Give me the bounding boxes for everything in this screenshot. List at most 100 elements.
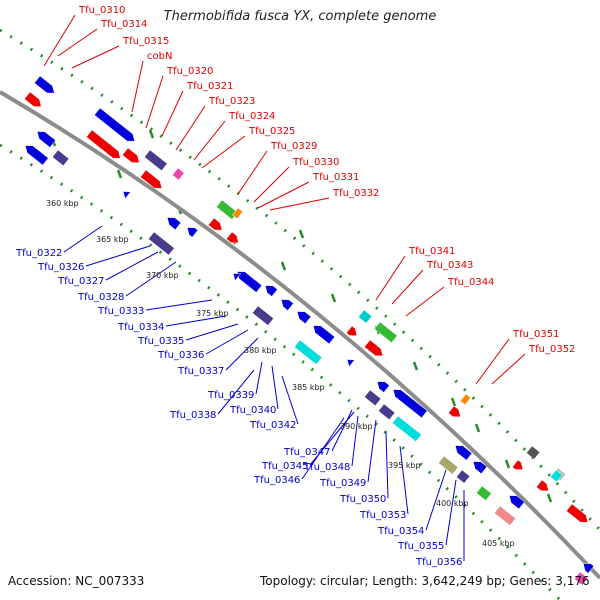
- gene-label-reverse[interactable]: Tfu_0349: [319, 478, 366, 489]
- gene-label-reverse[interactable]: Tfu_0338: [169, 410, 216, 421]
- gene-feature[interactable]: [536, 479, 549, 492]
- gene-label-reverse[interactable]: Tfu_0340: [229, 405, 276, 416]
- gene-label-reverse[interactable]: Tfu_0328: [77, 292, 124, 303]
- gene-label-forward[interactable]: Tfu_0321: [186, 81, 233, 92]
- gene-feature[interactable]: [140, 169, 163, 189]
- gene-feature[interactable]: [364, 339, 384, 357]
- gene-feature[interactable]: [264, 285, 278, 297]
- gene-feature[interactable]: [312, 325, 336, 345]
- gene-feature[interactable]: [574, 571, 589, 586]
- gene-label-forward[interactable]: Tfu_0343: [426, 260, 473, 271]
- gene-feature[interactable]: [392, 415, 422, 442]
- gene-feature[interactable]: [86, 129, 121, 159]
- gene-feature[interactable]: [294, 339, 323, 365]
- gene-label-reverse[interactable]: Tfu_0336: [157, 350, 204, 361]
- gene-label-reverse[interactable]: Tfu_0350: [339, 494, 386, 505]
- gene-label-reverse[interactable]: Tfu_0345: [261, 461, 308, 472]
- gene-label-reverse[interactable]: Tfu_0326: [37, 262, 84, 273]
- gene-feature[interactable]: [550, 469, 563, 483]
- gene-feature[interactable]: [232, 273, 242, 282]
- gene-label-reverse[interactable]: Tfu_0353: [359, 510, 406, 521]
- gene-feature[interactable]: [34, 75, 55, 94]
- gene-label-forward[interactable]: Tfu_0330: [292, 157, 339, 168]
- gene-label-reverse[interactable]: Tfu_0327: [57, 276, 104, 287]
- gene-label-forward[interactable]: Tfu_0331: [312, 172, 359, 183]
- gene-feature[interactable]: [494, 505, 516, 526]
- gene-feature[interactable]: [476, 485, 492, 501]
- kbp-scale-label: 360 kbp: [46, 199, 79, 208]
- kbp-scale-label: 385 kbp: [292, 383, 325, 392]
- gene-feature[interactable]: [346, 325, 358, 336]
- gene-label-forward[interactable]: Tfu_0314: [100, 19, 147, 30]
- gene-label-reverse[interactable]: Tfu_0356: [415, 557, 462, 568]
- gene-feature[interactable]: [226, 231, 239, 244]
- gene-feature[interactable]: [232, 207, 244, 220]
- gene-feature[interactable]: [566, 503, 589, 523]
- gene-label-forward[interactable]: cobN: [147, 51, 172, 62]
- scale-tick: [280, 261, 287, 271]
- gene-feature[interactable]: [280, 299, 294, 311]
- gene-feature[interactable]: [374, 321, 398, 344]
- gene-feature[interactable]: [186, 227, 199, 238]
- gene-label-forward[interactable]: Tfu_0310: [78, 5, 125, 16]
- gene-feature[interactable]: [216, 199, 238, 220]
- gene-feature[interactable]: [438, 455, 459, 475]
- gene-feature[interactable]: [454, 445, 473, 461]
- gene-label-reverse[interactable]: Tfu_0334: [117, 322, 164, 333]
- gene-label-reverse[interactable]: Tfu_0335: [137, 336, 184, 347]
- gene-feature[interactable]: [364, 389, 382, 407]
- gene-label-forward[interactable]: Tfu_0352: [528, 344, 575, 355]
- gene-label-reverse[interactable]: Tfu_0347: [283, 447, 330, 458]
- gene-feature[interactable]: [582, 563, 595, 574]
- gene-feature[interactable]: [236, 271, 263, 293]
- gene-feature[interactable]: [512, 459, 524, 470]
- gene-feature[interactable]: [392, 389, 428, 419]
- gene-label-reverse[interactable]: Tfu_0342: [249, 420, 296, 431]
- gene-label-reverse[interactable]: Tfu_0348: [303, 462, 350, 473]
- gene-feature[interactable]: [472, 461, 488, 475]
- gene-label-forward[interactable]: Tfu_0324: [228, 111, 275, 122]
- gene-feature[interactable]: [36, 131, 56, 148]
- gene-label-reverse[interactable]: Tfu_0337: [177, 366, 224, 377]
- gene-feature[interactable]: [148, 231, 175, 256]
- gene-label-reverse[interactable]: Tfu_0355: [397, 541, 444, 552]
- gene-label-reverse[interactable]: Tfu_0333: [97, 306, 144, 317]
- gene-feature[interactable]: [376, 381, 390, 393]
- gene-label-reverse[interactable]: Tfu_0322: [15, 248, 62, 259]
- gene-label-forward[interactable]: Tfu_0329: [270, 141, 317, 152]
- kbp-scale-label: 380 kbp: [244, 346, 277, 355]
- gene-feature[interactable]: [208, 217, 223, 231]
- gene-feature[interactable]: [460, 393, 472, 406]
- gene-label-forward[interactable]: Tfu_0332: [332, 188, 379, 199]
- gene-feature[interactable]: [122, 191, 132, 200]
- gene-label-forward[interactable]: Tfu_0323: [208, 96, 255, 107]
- gene-label-reverse[interactable]: Tfu_0346: [253, 475, 300, 486]
- gene-label-forward[interactable]: Tfu_0344: [447, 277, 494, 288]
- gene-feature[interactable]: [144, 149, 168, 172]
- gene-feature[interactable]: [122, 147, 140, 163]
- gene-feature[interactable]: [24, 91, 42, 107]
- gene-feature[interactable]: [296, 311, 312, 325]
- gene-label-reverse[interactable]: Tfu_0354: [377, 526, 424, 537]
- gene-feature[interactable]: [346, 359, 356, 368]
- gene-feature[interactable]: [252, 305, 274, 326]
- gene-feature[interactable]: [448, 405, 461, 418]
- gene-label-forward[interactable]: Tfu_0315: [122, 36, 169, 47]
- gene-feature[interactable]: [166, 217, 182, 231]
- gene-feature[interactable]: [24, 145, 49, 166]
- gene-label-forward[interactable]: Tfu_0341: [408, 246, 455, 257]
- gene-label-forward[interactable]: Tfu_0320: [166, 66, 213, 77]
- scale-tick: [298, 229, 305, 239]
- gene-feature[interactable]: [94, 107, 136, 142]
- gene-feature[interactable]: [172, 167, 185, 181]
- gene-label-reverse[interactable]: Tfu_0339: [207, 390, 254, 401]
- gene-feature[interactable]: [508, 495, 525, 510]
- gene-label-forward[interactable]: Tfu_0325: [248, 126, 295, 137]
- map-title: Thermobifida fusca YX, complete genome: [163, 9, 437, 24]
- gene-label-forward[interactable]: Tfu_0351: [512, 329, 559, 340]
- gene-feature[interactable]: [378, 403, 396, 421]
- gene-feature[interactable]: [358, 309, 373, 324]
- gene-feature[interactable]: [52, 149, 70, 167]
- gene-feature[interactable]: [456, 469, 471, 484]
- gene-feature[interactable]: [526, 445, 541, 460]
